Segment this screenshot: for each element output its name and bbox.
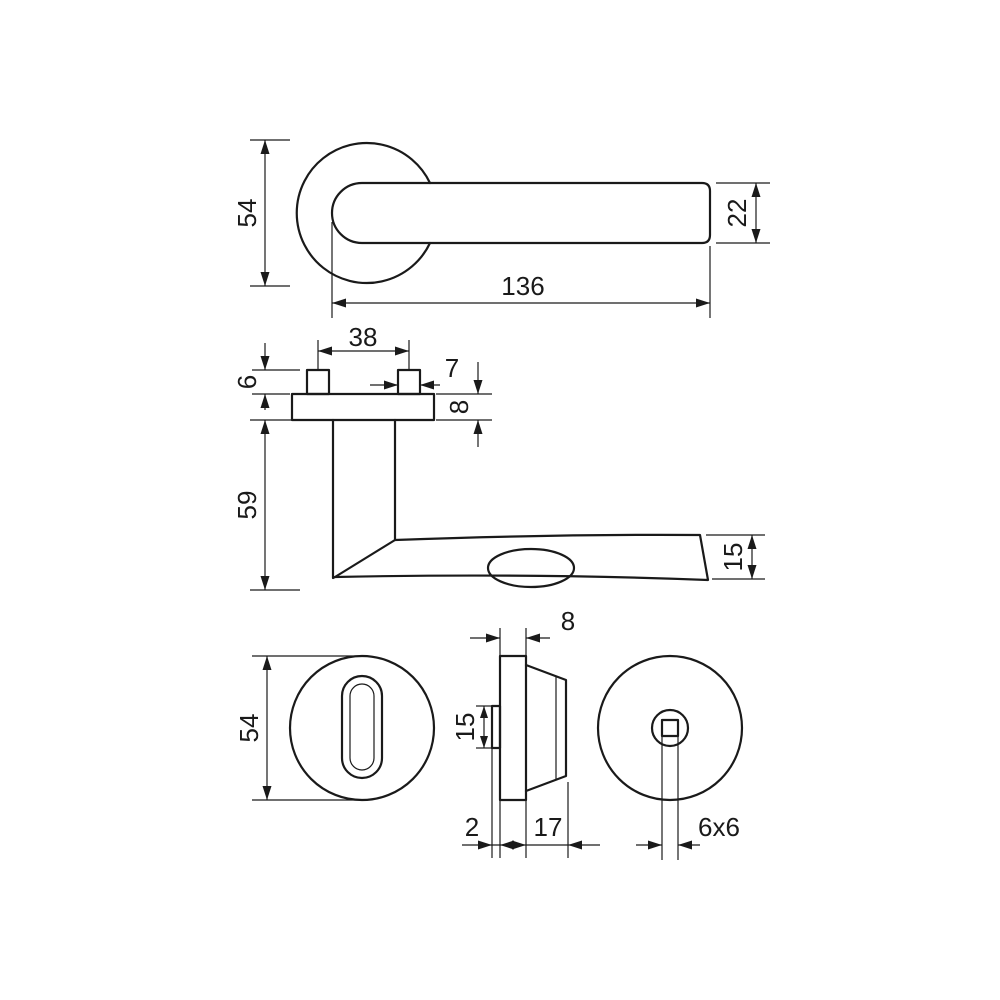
label-grip-thickness: 15: [718, 543, 748, 572]
dim-escutcheon-diameter: 54: [234, 655, 362, 801]
label-base-thickness: 8: [444, 400, 474, 414]
escutcheon-front-view: [288, 654, 436, 802]
dim-pin-width: 7: [370, 353, 459, 390]
label-side-height: 15: [450, 713, 480, 742]
label-escutcheon-diameter: 54: [234, 714, 264, 743]
label-side-depth-top: 8: [561, 606, 575, 636]
turn-rose-view: [596, 654, 744, 802]
dim-lever-length: 136: [331, 222, 711, 318]
label-turn-square: 6x6: [698, 812, 740, 842]
label-rose-diameter: 54: [232, 199, 262, 228]
dim-lever-projection: 59: [232, 419, 300, 591]
label-spindle-spacing: 38: [349, 322, 378, 352]
lever-top-view: [295, 141, 712, 285]
dim-grip-thickness: 15: [706, 534, 765, 580]
label-pin-height: 6: [232, 375, 262, 389]
label-lever-length: 136: [501, 271, 544, 301]
dim-base-thickness: 8: [436, 362, 492, 447]
label-side-offset: 2: [465, 812, 479, 842]
label-lever-height: 22: [722, 199, 752, 228]
label-pin-width: 7: [445, 353, 459, 383]
dim-turn-square: 6x6: [636, 736, 740, 860]
dim-rose-diameter: 54: [232, 139, 290, 287]
dim-side-bottom: 2 17: [462, 748, 600, 858]
dim-lever-height: 22: [716, 182, 770, 244]
dim-side-depth-top: 8: [470, 606, 575, 656]
dim-spindle-spacing: 38: [317, 322, 410, 370]
escutcheon-side-view: [490, 654, 568, 802]
lever-side-view: [290, 368, 710, 589]
dim-side-height: 15: [450, 705, 492, 749]
dim-pin-height: 6: [232, 343, 300, 410]
label-side-depth: 17: [534, 812, 563, 842]
label-lever-projection: 59: [232, 491, 262, 520]
